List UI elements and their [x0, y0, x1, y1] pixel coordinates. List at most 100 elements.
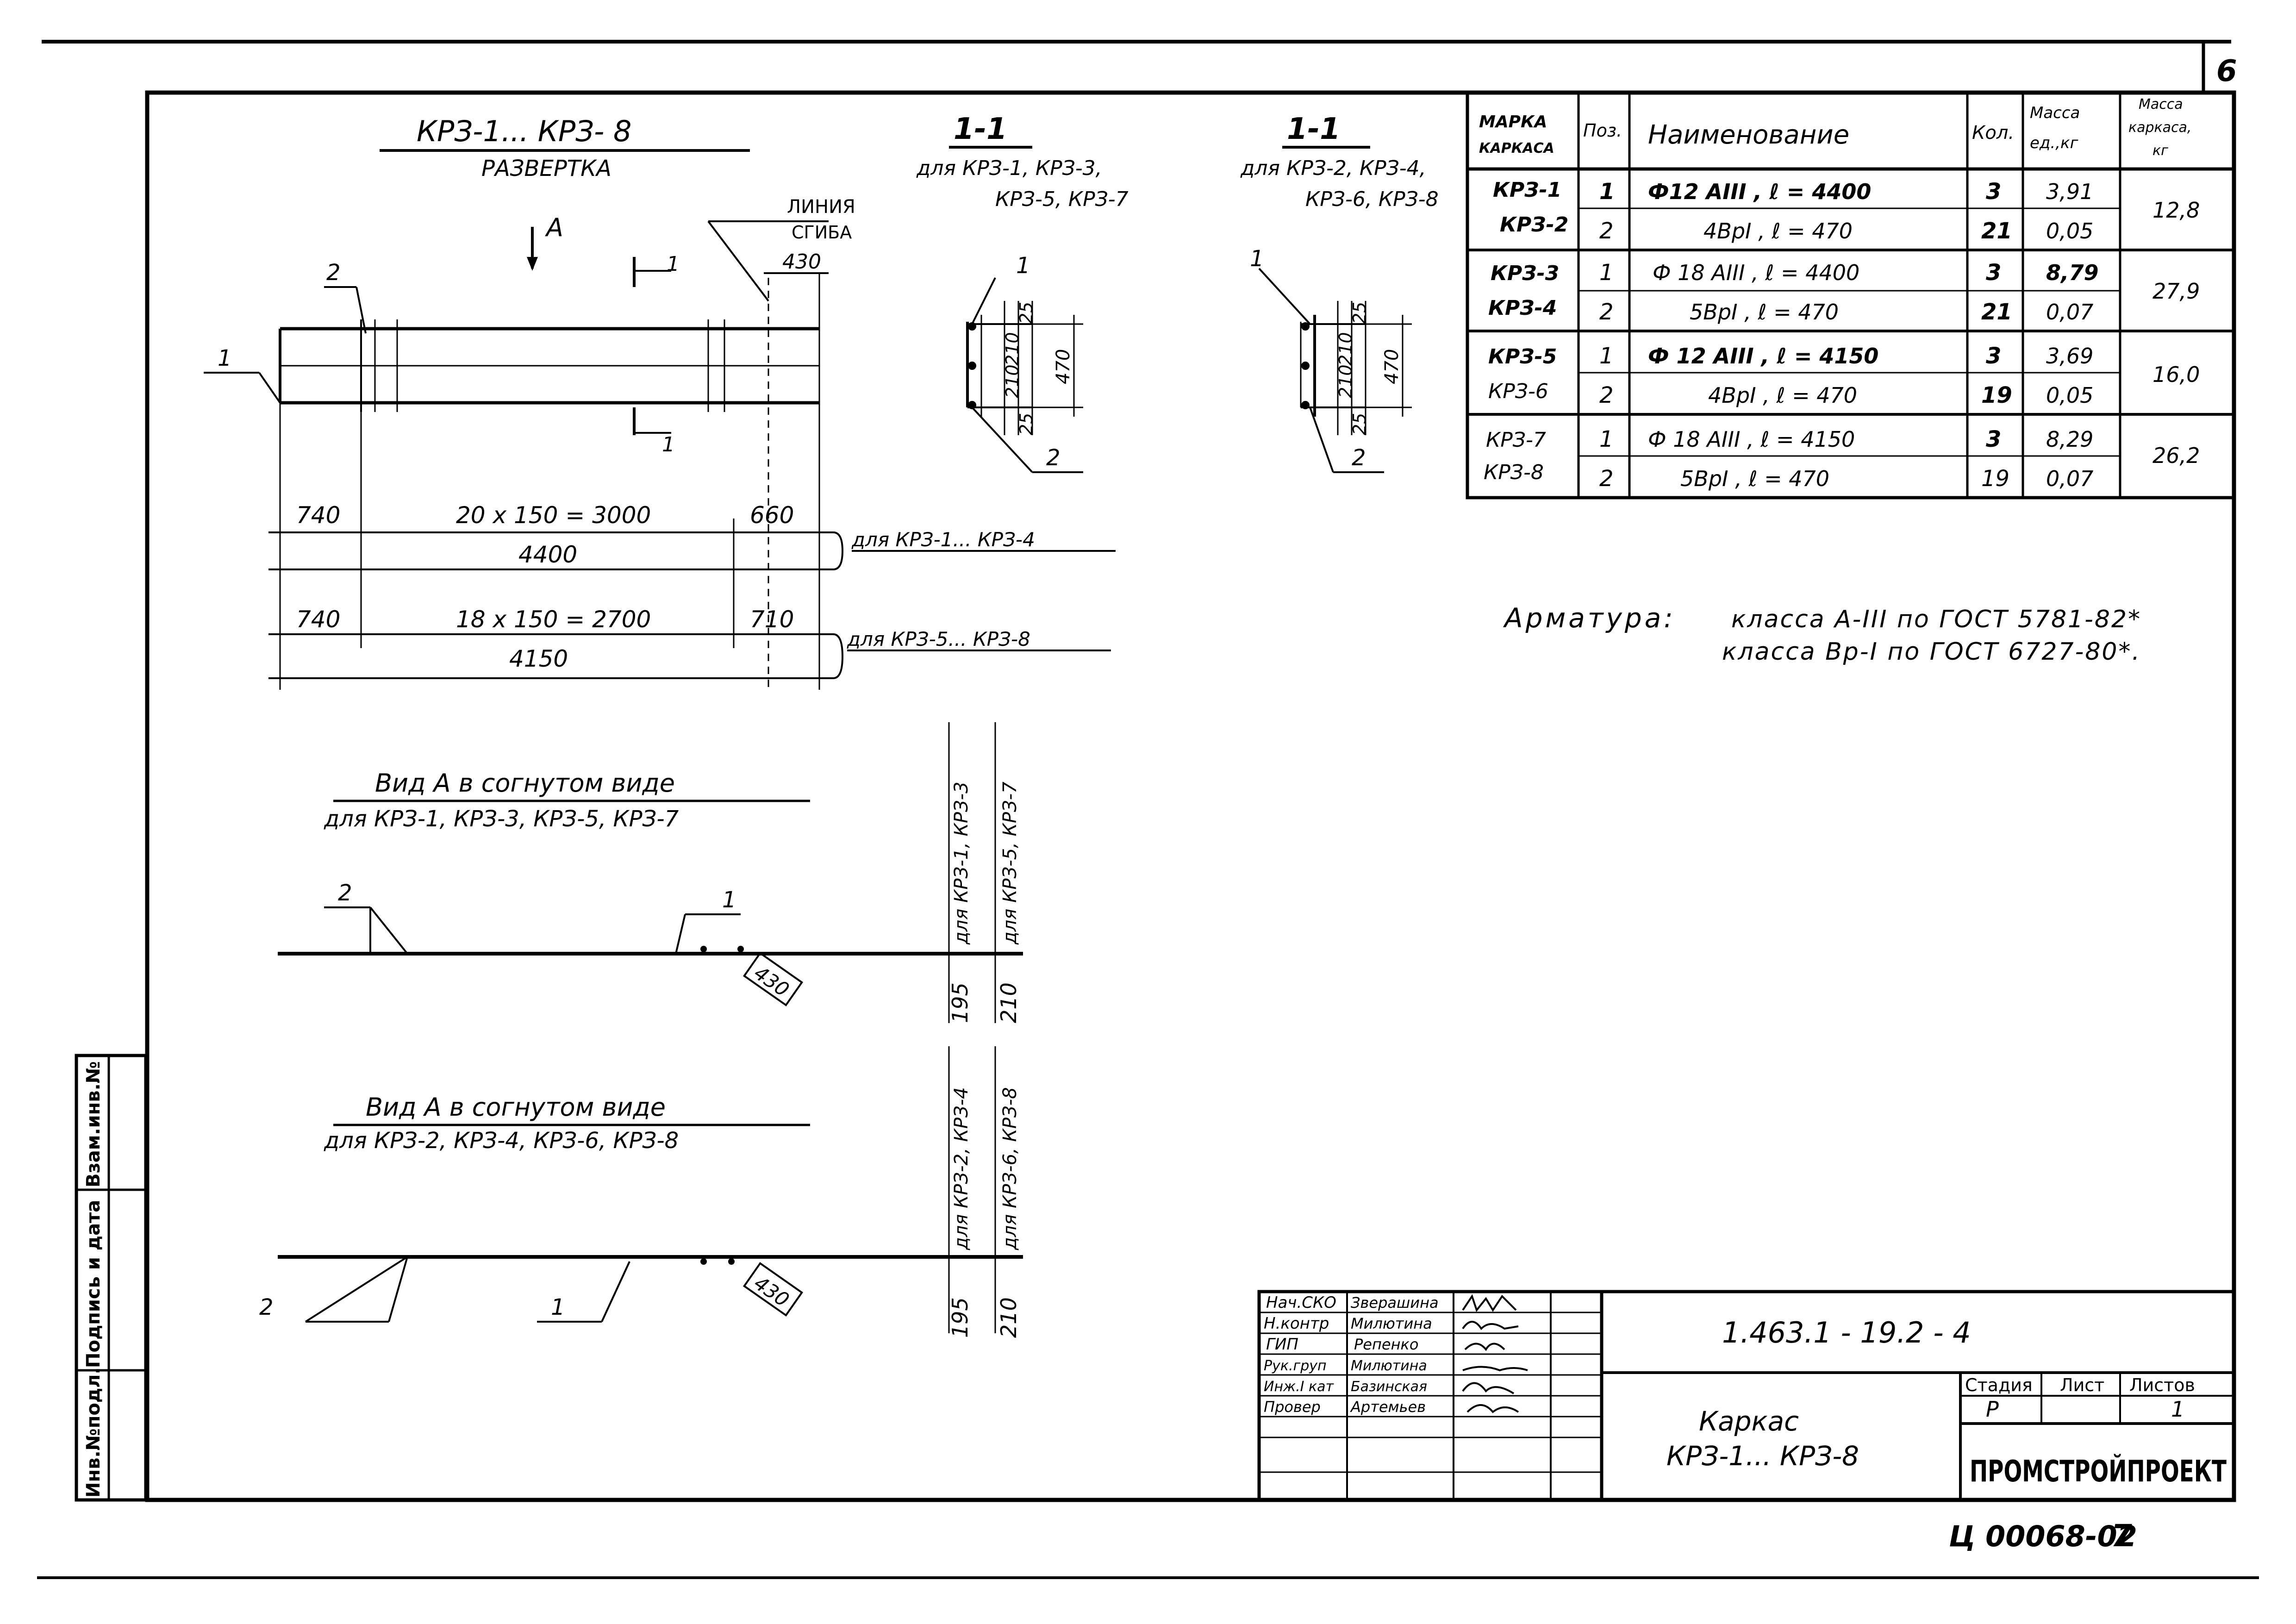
- g1-total: 12,8: [2152, 198, 2200, 223]
- note-line2: класса Вр-I по ГОСТ 6727-80*.: [1722, 638, 2141, 666]
- section-mark-top: 1: [667, 252, 680, 276]
- g4-r1-mass: 8,29: [2046, 427, 2093, 452]
- dims-a-note: для КРЗ-1... КРЗ-4: [851, 528, 1035, 551]
- tb-sheets: 1: [2171, 1397, 2184, 1422]
- section-b-sub2: КРЗ-6, КРЗ-8: [1305, 187, 1439, 211]
- view-a2: Вид А в согнутом виде для КРЗ-2, КРЗ-4, …: [259, 1046, 1023, 1338]
- g4-r1-name: Ф 18 АIII , ℓ = 4150: [1648, 427, 1855, 452]
- g3-mark1: КРЗ-5: [1488, 345, 1557, 369]
- section-a-dim-mid2: 210: [1002, 364, 1023, 398]
- note-label: Арматура:: [1503, 602, 1676, 634]
- th-marka: МАРКА: [1479, 112, 1547, 131]
- tb-stage-header: Стадия: [1965, 1375, 2033, 1395]
- g4-mark2: КРЗ-8: [1484, 461, 1544, 484]
- g2-r2-name: 5ВрI , ℓ = 470: [1690, 300, 1839, 325]
- tb-stage: Р: [1986, 1397, 1999, 1422]
- g2-mark1: КРЗ-3: [1491, 262, 1559, 285]
- view-a1-leader-2: 2: [338, 880, 352, 906]
- note-line1: класса А-III по ГОСТ 5781-82*: [1731, 606, 2141, 633]
- razvertka-subtitle: РАЗВЕРТКА: [481, 156, 611, 181]
- g4-mark1: КРЗ-7: [1486, 428, 1546, 452]
- archive-code: Ц 00068-02: [1949, 1519, 2137, 1553]
- side-strip: [75, 1054, 148, 1502]
- th-marka-2: КАРКАСА: [1479, 140, 1554, 156]
- section-b-title: 1-1: [1287, 112, 1341, 146]
- th-massa-karkasa-2: каркаса,: [2128, 119, 2191, 136]
- section-a-dim-top: 25: [1016, 302, 1036, 324]
- view-a1-sub: для КРЗ-1, КРЗ-3, КРЗ-5, КРЗ-7: [324, 806, 679, 832]
- spec-table: МАРКА КАРКАСА Поз. Наименование Кол. Мас…: [1466, 91, 2236, 500]
- section-a-title: 1-1: [954, 112, 1007, 146]
- dims-b-right: 710: [750, 606, 794, 633]
- g3-r1-kol: 3: [1986, 343, 2001, 369]
- section-a-dim-bot: 25: [1016, 413, 1036, 435]
- g4-r2-kol: 19: [1981, 466, 2009, 492]
- bend-line-label-1: ЛИНИЯ: [787, 196, 855, 218]
- tb-role-3: ГИП: [1266, 1335, 1298, 1354]
- tb-role-6: Провер: [1264, 1398, 1321, 1416]
- tb-org: ПРОМСТРОЙПРОЕКТ: [1970, 1454, 2227, 1489]
- signatures: [1462, 1294, 1528, 1413]
- th-name: Наименование: [1648, 120, 1849, 150]
- tb-person-3: Репенко: [1354, 1336, 1418, 1353]
- razvertka-leader-2: 2: [326, 260, 341, 286]
- g2-mark2: КРЗ-4: [1488, 296, 1557, 320]
- g1-r1-kol: 3: [1986, 179, 2001, 205]
- view-a1: Вид А в согнутом виде для КРЗ-1, КРЗ-3, …: [278, 722, 1023, 1023]
- razvertka-view: КРЗ-1... КРЗ- 8 РАЗВЕРТКА A ЛИНИЯ СГИБА …: [204, 114, 1116, 690]
- section-a-sub1: для КРЗ-1, КРЗ-3,: [916, 156, 1102, 180]
- g4-r2-name: 5ВрI , ℓ = 470: [1680, 466, 1829, 491]
- side-strip-sign: Подпись и дата: [83, 1200, 104, 1368]
- tb-role-1: Нач.СКО: [1266, 1293, 1336, 1312]
- section-b-dim-total: 470: [1381, 349, 1403, 384]
- g2-r1-kol: 3: [1986, 260, 2001, 286]
- tb-role-5: Инж.I кат: [1264, 1379, 1335, 1395]
- g2-r2-mass: 0,07: [2046, 300, 2093, 325]
- g1-r2-poz: 2: [1599, 218, 1614, 244]
- view-a1-dim-210: 210: [996, 982, 1021, 1023]
- section-a-sub2: КРЗ-5, КРЗ-7: [995, 187, 1129, 211]
- g2-r1-mass: 8,79: [2046, 260, 2099, 285]
- tb-sheets-header: Листов: [2129, 1375, 2195, 1395]
- g2-r2-kol: 21: [1981, 299, 2012, 325]
- dims-a-middle: 20 x 150 = 3000: [456, 502, 651, 529]
- section-b-sub1: для КРЗ-2, КРЗ-4,: [1240, 156, 1426, 180]
- g4-total: 26,2: [2152, 443, 2200, 468]
- section-b-view: 1-1 для КРЗ-2, КРЗ-4, КРЗ-6, КРЗ-8 1 2 2…: [1240, 112, 1439, 473]
- page-number: 7: [2111, 1518, 2132, 1554]
- view-a1-vnote-2: для КРЗ-5, КРЗ-7: [999, 781, 1021, 945]
- view-a2-dim-195: 195: [948, 1297, 973, 1338]
- g1-r1-name: Ф12 АIII , ℓ = 4400: [1648, 179, 1871, 204]
- g3-mark2: КРЗ-6: [1488, 380, 1548, 403]
- g2-r2-poz: 2: [1599, 299, 1614, 325]
- section-b-leader-2: 2: [1352, 445, 1366, 471]
- tb-name-2: КРЗ-1... КРЗ-8: [1666, 1440, 1859, 1472]
- razvertka-title: КРЗ-1... КРЗ- 8: [417, 114, 632, 148]
- view-arrow-label: A: [545, 213, 563, 242]
- g3-r2-name: 4ВрI , ℓ = 470: [1708, 383, 1857, 408]
- section-b-dim-bot: 25: [1349, 413, 1370, 435]
- razvertka-leader-1: 1: [218, 345, 232, 371]
- g2-total: 27,9: [2152, 279, 2200, 304]
- bend-line-label-2: СГИБА: [792, 222, 852, 243]
- dims-b-left: 740: [296, 606, 340, 633]
- g1-r2-mass: 0,05: [2046, 219, 2093, 244]
- tb-doc-code: 1.463.1 - 19.2 - 4: [1722, 1316, 1971, 1349]
- g1-mark1: КРЗ-1: [1493, 178, 1561, 202]
- view-a1-leader-1: 1: [722, 887, 736, 913]
- g4-r2-mass: 0,07: [2046, 466, 2093, 491]
- g3-r1-name: Ф 12 АIII , ℓ = 4150: [1648, 344, 1878, 369]
- dims-a-left: 740: [296, 502, 340, 529]
- view-a2-title: Вид А в согнутом виде: [366, 1093, 666, 1122]
- g4-r2-poz: 2: [1599, 466, 1614, 492]
- tb-person-1: Зверашина: [1351, 1294, 1439, 1312]
- view-a1-title: Вид А в согнутом виде: [375, 768, 675, 798]
- side-strip-vzam: Взам.инв.№: [83, 1061, 104, 1187]
- th-kol: Кол.: [1972, 122, 2014, 144]
- g1-mark2: КРЗ-2: [1500, 213, 1568, 237]
- g1-r2-kol: 21: [1981, 218, 2012, 244]
- view-a2-vnote-1: для КРЗ-2, КРЗ-4: [951, 1087, 972, 1250]
- th-massa-ed: Масса: [2030, 104, 2080, 122]
- th-massa-karkasa-3: кг: [2152, 143, 2168, 159]
